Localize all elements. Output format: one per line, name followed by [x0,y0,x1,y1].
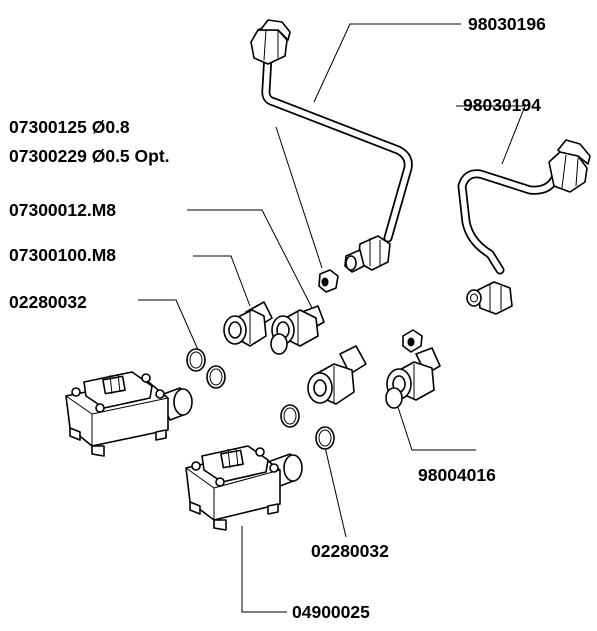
label-04900025: 04900025 [292,602,370,622]
leader-04900025 [241,526,287,613]
nozzle-07300229 [402,329,423,353]
label-07300229: 07300229 Ø0.5 Opt. [9,146,170,166]
label-02280032-left: 02280032 [9,292,87,312]
leader-07300012 [187,209,313,309]
o-ring-98004016 [385,387,403,409]
leader-lines [138,23,526,613]
pipe-98030194 [457,139,591,315]
leader-02280032-left [138,299,200,353]
fitting-lower-middle [307,345,367,405]
pipe-98030196 [250,19,413,273]
label-98004016: 98004016 [418,465,496,485]
nozzle-07300125 [318,269,339,293]
o-ring-02280032-c [280,404,300,428]
leader-07300125 [275,126,323,269]
o-ring-02280032-d [315,426,335,450]
label-98030196: 98030196 [468,14,546,34]
leader-07300100 [193,255,251,307]
valve-body-lower [185,445,303,531]
label-02280032-bottom: 02280032 [311,541,389,561]
leader-98030196 [313,23,461,103]
leader-02280032-bottom [324,446,347,538]
valve-body-upper [65,371,193,457]
label-07300125: 07300125 Ø0.8 [9,117,130,137]
label-07300012: 07300012.M8 [9,200,116,220]
o-ring-02280032-b [206,365,226,389]
label-07300100: 07300100.M8 [9,245,116,265]
fitting-07300012-m8 [270,305,325,355]
leader-98004016 [394,397,476,451]
fitting-07300100-m8 [223,301,273,347]
label-98030194: 98030194 [463,95,541,115]
leader-98030194 [456,105,526,165]
o-ring-02280032-a [186,348,206,372]
